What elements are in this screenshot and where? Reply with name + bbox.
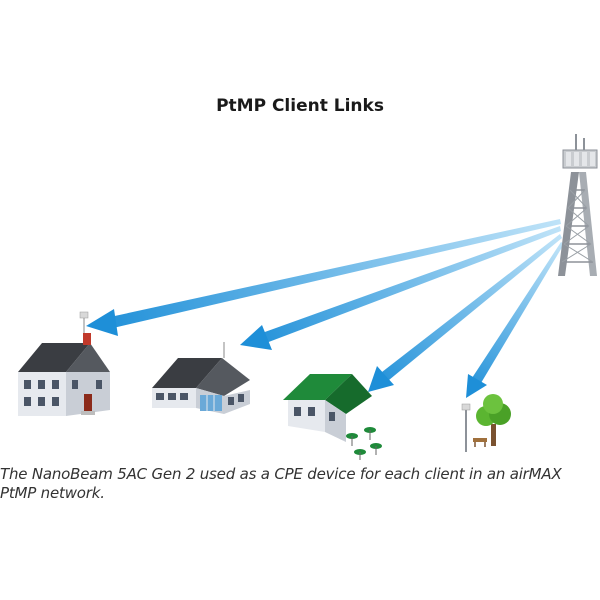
park-tree-icon — [461, 394, 511, 452]
cell-tower-icon — [558, 134, 598, 276]
cafe-table — [370, 443, 382, 455]
cafe-table — [364, 427, 376, 440]
link-arrow-park — [466, 242, 564, 398]
link-arrow-office — [240, 226, 561, 350]
cafe-building-icon — [283, 374, 382, 460]
office-building-icon — [152, 342, 250, 414]
diagram-title: PtMP Client Links — [216, 96, 384, 116]
link-arrow-cafe — [368, 234, 562, 392]
cafe-table — [346, 433, 358, 446]
diagram-caption: The NanoBeam 5AC Gen 2 used as a CPE dev… — [0, 465, 562, 502]
link-arrow-house — [86, 219, 561, 336]
cafe-table — [354, 449, 366, 460]
house-icon — [18, 311, 110, 416]
